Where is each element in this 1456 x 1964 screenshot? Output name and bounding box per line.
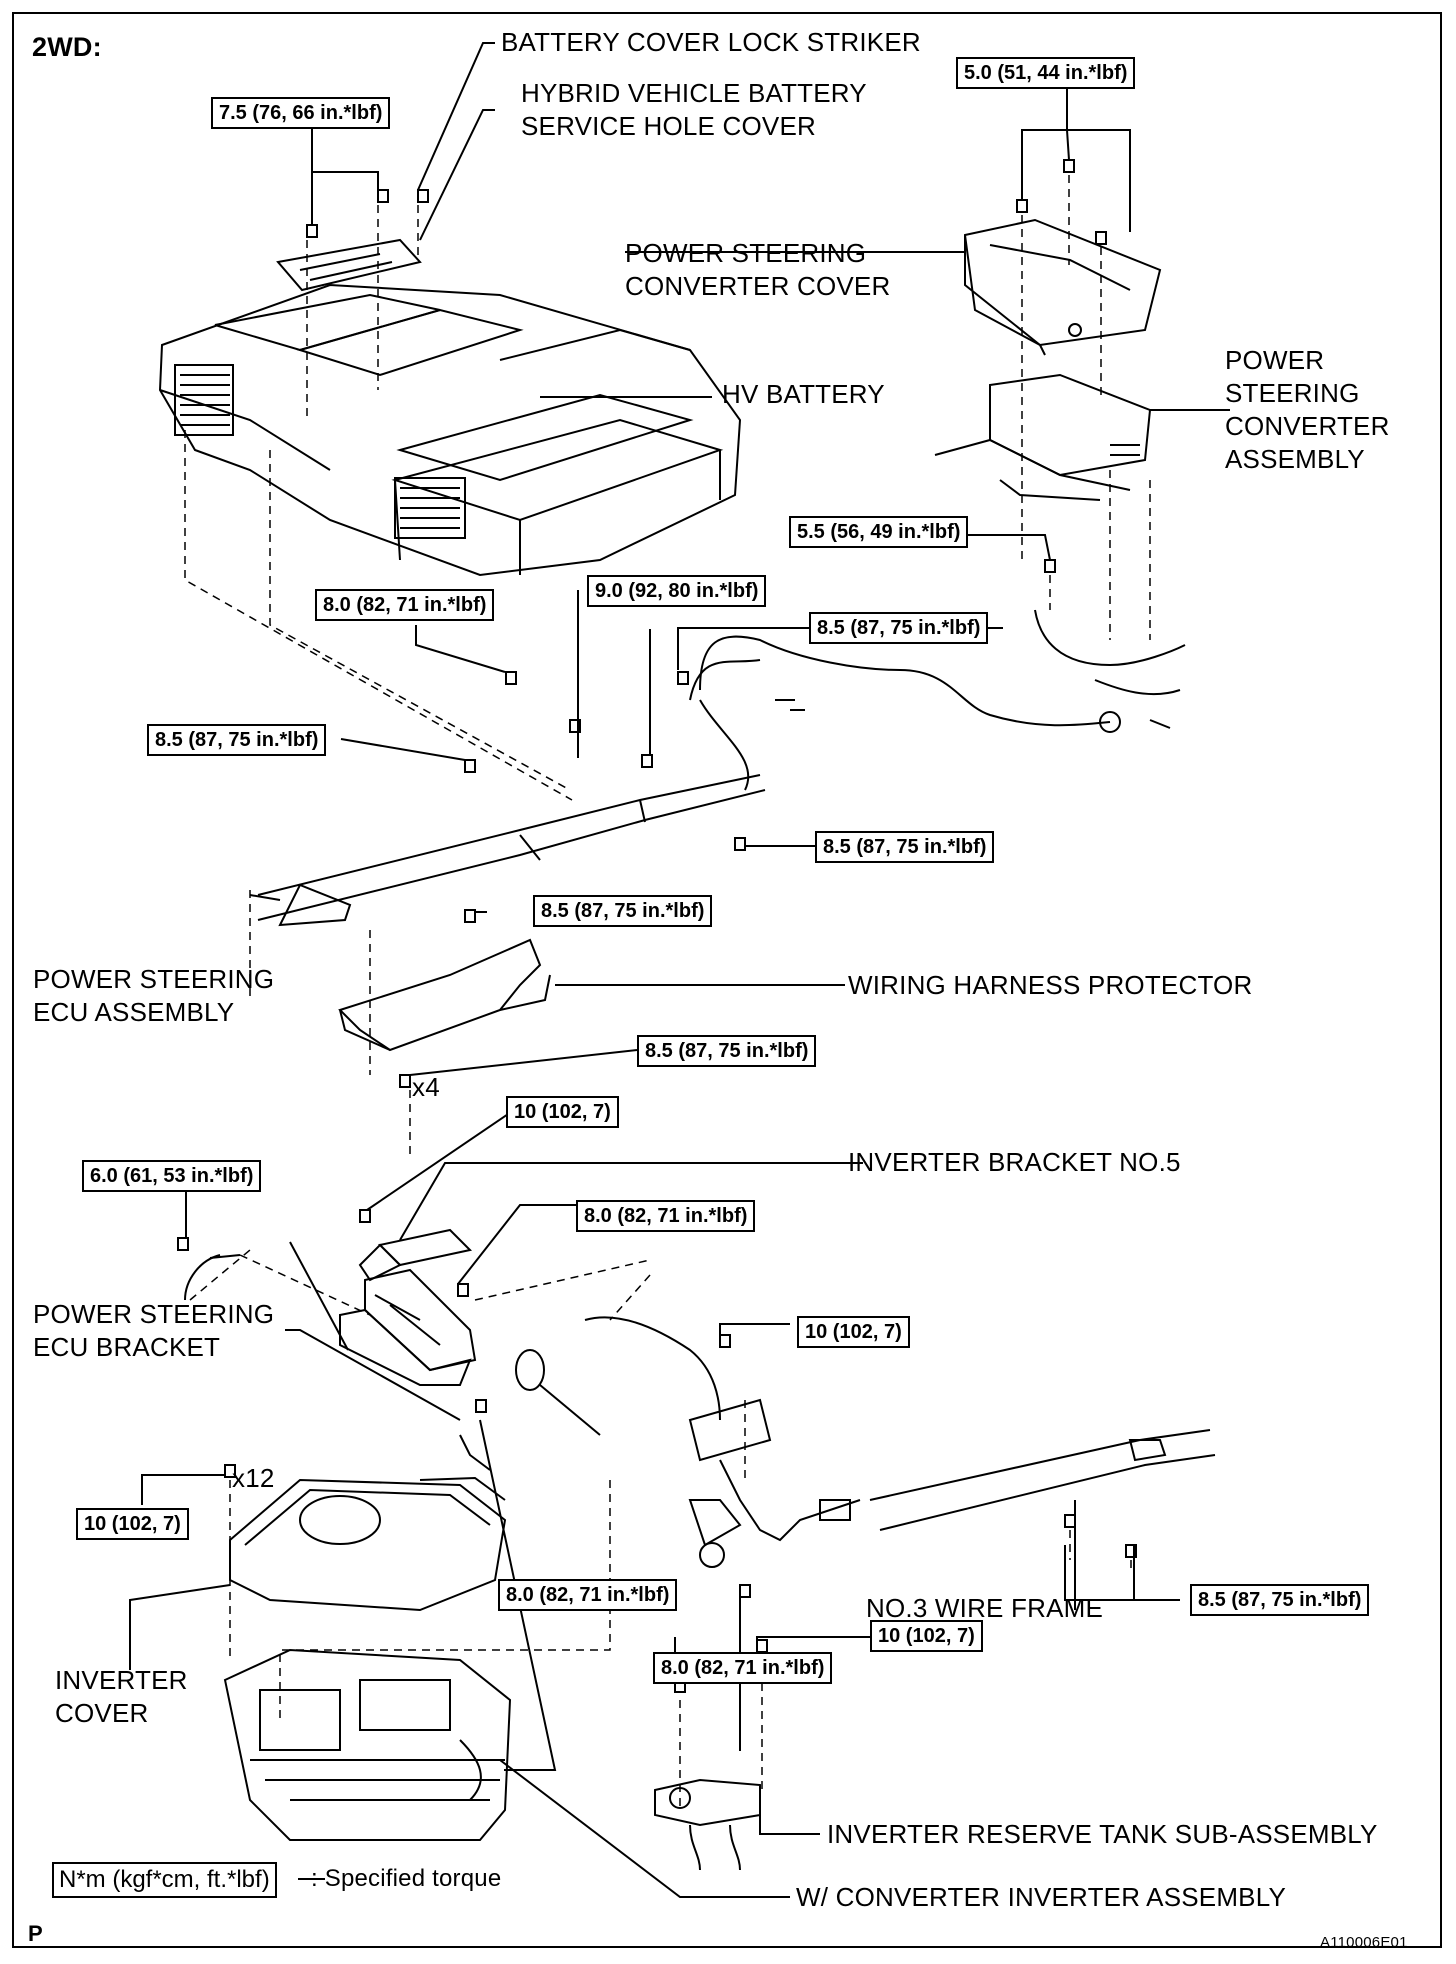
- label-inverter-cover-line1: INVERTER: [55, 1665, 188, 1695]
- torque-harness-b: 9.0 (92, 80 in.*lbf): [587, 575, 767, 607]
- ps-converter-assembly-part: [934, 373, 1152, 501]
- label-ps-converter-assembly-line2: STEERING: [1225, 378, 1360, 408]
- label-battery-cover-lock-striker: BATTERY COVER LOCK STRIKER: [501, 27, 921, 57]
- torque-ecu-bracket-b: 8.0 (82, 71 in.*lbf): [498, 1579, 678, 1611]
- torque-ecu-bracket-a: 8.0 (82, 71 in.*lbf): [576, 1200, 756, 1232]
- torque-ecu-ground: 6.0 (61, 53 in.*lbf): [82, 1160, 262, 1192]
- legend-description: : Specified torque: [311, 1865, 502, 1892]
- label-ps-ecu-assembly-line1: POWER STEERING: [33, 964, 275, 994]
- label-hv-battery: HV BATTERY: [722, 379, 885, 409]
- torque-harness-e: 8.5 (87, 75 in.*lbf): [815, 831, 995, 863]
- torque-wire-frame-b: 8.0 (82, 71 in.*lbf): [653, 1652, 833, 1684]
- converter-inverter-assembly-part: [223, 1648, 512, 1841]
- label-ps-converter-assembly-line1: POWER: [1225, 345, 1325, 375]
- label-ps-converter-cover-line1: POWER STEERING: [625, 238, 867, 268]
- torque-harness-f: 8.5 (87, 75 in.*lbf): [533, 895, 713, 927]
- label-wiring-harness-protector: WIRING HARNESS PROTECTOR: [848, 970, 1253, 1000]
- torque-wire-frame-c: 8.5 (87, 75 in.*lbf): [1190, 1584, 1370, 1616]
- label-ps-converter-assembly-line3: CONVERTER: [1225, 411, 1390, 441]
- diagram-frame: [12, 12, 1442, 1948]
- no3-wire-frame-part: [584, 1316, 1216, 1568]
- hybrid-cable-frame-part: [249, 774, 766, 927]
- hv-battery-part: [158, 283, 742, 577]
- label-service-hole-cover-line1: HYBRID VEHICLE BATTERY: [521, 78, 867, 108]
- quantity-x12: x12: [232, 1463, 275, 1493]
- torque-inverter-cover: 10 (102, 7): [76, 1508, 189, 1540]
- torque-harness-a: 8.0 (82, 71 in.*lbf): [315, 589, 495, 621]
- quantity-x4: x4: [412, 1072, 440, 1102]
- figure-code: A110006E01: [1320, 1934, 1408, 1951]
- ecu-ground-harness-part: [184, 1254, 241, 1301]
- label-inverter-cover-line2: COVER: [55, 1698, 149, 1728]
- torque-reserve-tank: 10 (102, 7): [870, 1620, 983, 1652]
- label-ps-converter-assembly-line4: ASSEMBLY: [1225, 444, 1365, 474]
- label-ps-ecu-bracket-line2: ECU BRACKET: [33, 1332, 221, 1362]
- ps-converter-cover-part: [964, 218, 1162, 356]
- wiring-harness-protector-part: [338, 938, 551, 1052]
- inverter-reserve-tank-part: [654, 1778, 761, 1871]
- variant-label: 2WD:: [32, 32, 102, 62]
- label-converter-inverter-assembly: W/ CONVERTER INVERTER ASSEMBLY: [796, 1882, 1286, 1912]
- label-ps-converter-cover-line2: CONVERTER COVER: [625, 271, 891, 301]
- label-inverter-reserve-tank: INVERTER RESERVE TANK SUB-ASSEMBLY: [827, 1819, 1378, 1849]
- torque-converter-cover: 5.0 (51, 44 in.*lbf): [956, 57, 1136, 89]
- inverter-cover-part: [229, 1476, 507, 1612]
- bolt-set: [177, 159, 1137, 1693]
- legend-unit-box: N*m (kgf*cm, ft.*lbf): [52, 1862, 277, 1898]
- torque-harness-protector: 8.5 (87, 75 in.*lbf): [637, 1035, 817, 1067]
- label-no3-wire-frame: NO.3 WIRE FRAME: [866, 1593, 1104, 1623]
- torque-wire-frame-a: 10 (102, 7): [797, 1316, 910, 1348]
- service-hole-cover-part: [276, 238, 422, 292]
- label-inverter-bracket-no5: INVERTER BRACKET NO.5: [848, 1147, 1181, 1177]
- torque-harness-d: 8.5 (87, 75 in.*lbf): [147, 724, 327, 756]
- label-service-hole-cover-line2: SERVICE HOLE COVER: [521, 111, 816, 141]
- torque-service-hole-cover: 7.5 (76, 66 in.*lbf): [211, 97, 391, 129]
- page-letter: P: [28, 1921, 43, 1946]
- assembly-guide-lines: [184, 175, 1151, 1810]
- label-ps-ecu-bracket-line1: POWER STEERING: [33, 1299, 275, 1329]
- torque-harness-c: 8.5 (87, 75 in.*lbf): [809, 612, 989, 644]
- ecu-connector-part: [459, 1349, 601, 1471]
- inverter-bracket-no5-part: [358, 1228, 473, 1282]
- torque-converter-assembly: 5.5 (56, 49 in.*lbf): [789, 516, 969, 548]
- torque-inverter-bracket-no5: 10 (102, 7): [506, 1096, 619, 1128]
- label-ps-ecu-assembly-line2: ECU ASSEMBLY: [33, 997, 235, 1027]
- main-wire-harness-part: [689, 635, 1111, 791]
- ps-ecu-assembly-part: [339, 1268, 477, 1386]
